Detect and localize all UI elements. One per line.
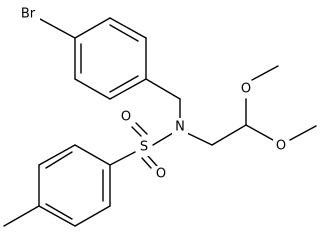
ring-a-bond xyxy=(74,78,111,100)
methoxy-oxygen-upper-label: O xyxy=(241,82,251,97)
ring-b-bond xyxy=(74,144,111,166)
bond-n-ch2 xyxy=(184,131,213,146)
ring-a-bond xyxy=(109,17,147,39)
bond-s-o-top xyxy=(131,126,142,137)
ring-b-bond xyxy=(38,144,76,166)
atom-labels: Br N S O O O O xyxy=(16,6,289,183)
atom-methoxy-oxygen-upper: O xyxy=(238,81,254,98)
bond-s-o-bottom xyxy=(141,157,152,169)
sulfonyl-oxygen-top-label: O xyxy=(121,110,131,125)
atom-bromine: Br xyxy=(16,6,40,23)
structure-canvas: Br N S O O O O xyxy=(3,6,317,227)
atom-sulfur: S xyxy=(137,138,151,156)
sulfur-label: S xyxy=(140,140,148,155)
sulfonyl-oxygen-bottom-label: O xyxy=(156,167,166,182)
bromine-label: Br xyxy=(21,7,36,22)
atom-methoxy-oxygen-lower: O xyxy=(273,138,289,155)
bond-o-me-upper xyxy=(251,65,279,81)
nitrogen-label: N xyxy=(175,120,185,135)
atom-sulfonyl-oxygen-bottom: O xyxy=(153,166,169,183)
bond-ring-methyl xyxy=(3,205,40,227)
ring-a-double-bond xyxy=(109,75,139,93)
molecule-diagram: Br N S O O O O xyxy=(3,6,317,227)
bond-br-ring xyxy=(39,18,76,39)
bond-ring-ch2 xyxy=(145,78,181,100)
atom-sulfonyl-oxygen-top: O xyxy=(118,109,134,126)
bond-ch2-ch xyxy=(211,124,247,146)
ring-b-double-bond xyxy=(45,203,73,220)
ring-b-bond xyxy=(38,205,76,227)
ring-a-bond xyxy=(109,78,147,100)
ring-b-double-bond xyxy=(45,151,73,169)
bond-n-s xyxy=(152,132,174,146)
ring-b-bond xyxy=(74,205,111,227)
bond-o-me-lower xyxy=(289,125,317,141)
ring-a-double-bond xyxy=(109,24,139,42)
bonds xyxy=(3,17,317,227)
bond-s-o-top xyxy=(135,122,148,135)
atom-nitrogen: N xyxy=(172,118,188,135)
bond-s-o-bottom xyxy=(147,155,158,167)
methoxy-oxygen-lower-label: O xyxy=(276,139,286,154)
bond-ch-o-lower xyxy=(245,124,274,141)
ring-a-bond xyxy=(74,17,111,39)
bond-s-ring xyxy=(109,151,136,166)
